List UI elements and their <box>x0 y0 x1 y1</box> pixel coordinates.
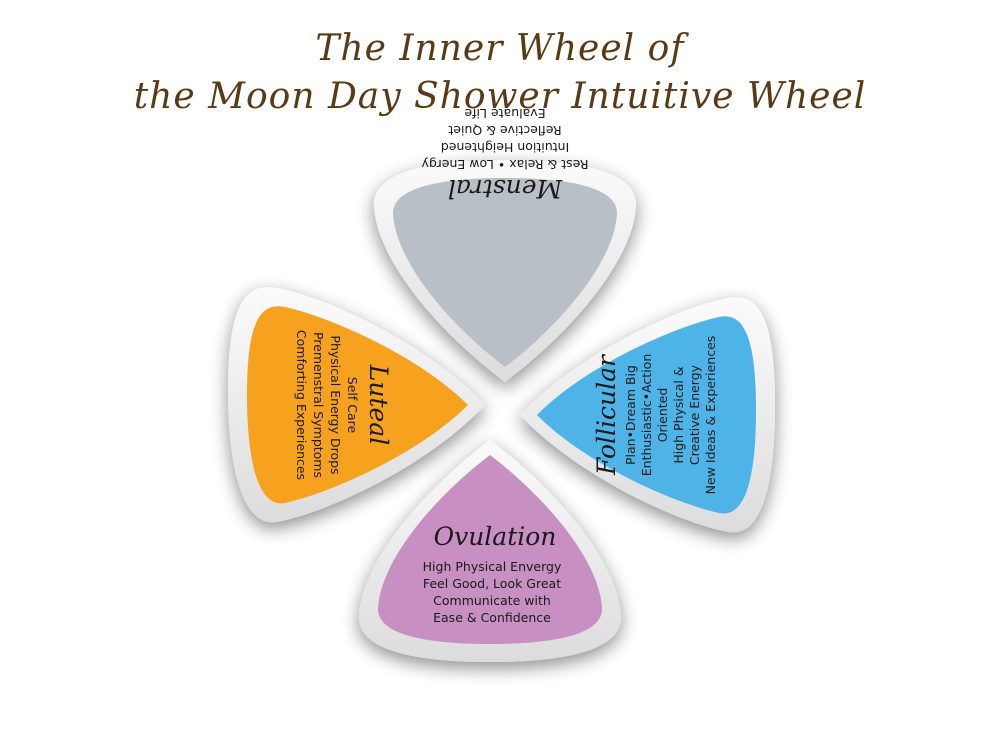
petal-follicular-line: Enthusiastic•Action <box>639 354 654 477</box>
petal-luteal-line: Premenstral Symptoms <box>311 332 326 478</box>
petal-follicular-name: Follicular <box>592 353 621 476</box>
petal-luteal-line: Physical Energy Drops <box>328 335 343 474</box>
petal-menstral-line: Reflective & Quiet <box>448 123 561 138</box>
petal-luteal-line: Comforting Experiences <box>294 330 309 480</box>
petal-menstral-name: Menstral <box>448 174 563 203</box>
petal-luteal: Luteal Self Care Physical Energy Drops P… <box>228 287 485 523</box>
petal-follicular-line: Plan•Dream Big <box>623 365 638 465</box>
petal-ovulation-line: Ease & Confidence <box>433 610 551 625</box>
petal-ovulation-fill <box>377 455 603 644</box>
petal-menstral-fill <box>392 178 618 367</box>
petal-ovulation-line: Communicate with <box>433 593 551 608</box>
petal-luteal-name: Luteal <box>364 364 393 445</box>
petal-luteal-line: Self Care <box>345 377 360 434</box>
petal-menstral: Menstral Rest & Relax • Low Energy Intui… <box>373 106 637 382</box>
title-line-2: the Moon Day Shower Intuitive Wheel <box>133 76 867 117</box>
petal-ovulation-name: Ovulation <box>434 522 557 551</box>
petal-follicular-line: High Physical & <box>671 366 686 464</box>
petal-menstral-line: Rest & Relax • Low Energy <box>421 157 589 172</box>
petal-follicular-line: New Ideas & Experiences <box>703 336 718 495</box>
petal-ovulation-line: High Physical Envergy <box>423 559 562 574</box>
petal-luteal-fill <box>247 306 468 504</box>
petal-follicular: Follicular Plan•Dream Big Enthusiastic•A… <box>520 297 775 533</box>
petal-menstral-line: Evaluate Life <box>464 106 545 121</box>
petal-ovulation: Ovulation High Physical Envergy Feel Goo… <box>358 440 622 662</box>
petal-follicular-line: Oriented <box>655 388 670 443</box>
petal-follicular-fill <box>537 316 756 514</box>
title-line-1: The Inner Wheel of <box>315 28 685 69</box>
petal-ovulation-line: Feel Good, Look Great <box>423 576 561 591</box>
petal-menstral-line: Intuition Heightened <box>441 140 569 155</box>
petal-follicular-line: Creative Energy <box>687 364 702 465</box>
